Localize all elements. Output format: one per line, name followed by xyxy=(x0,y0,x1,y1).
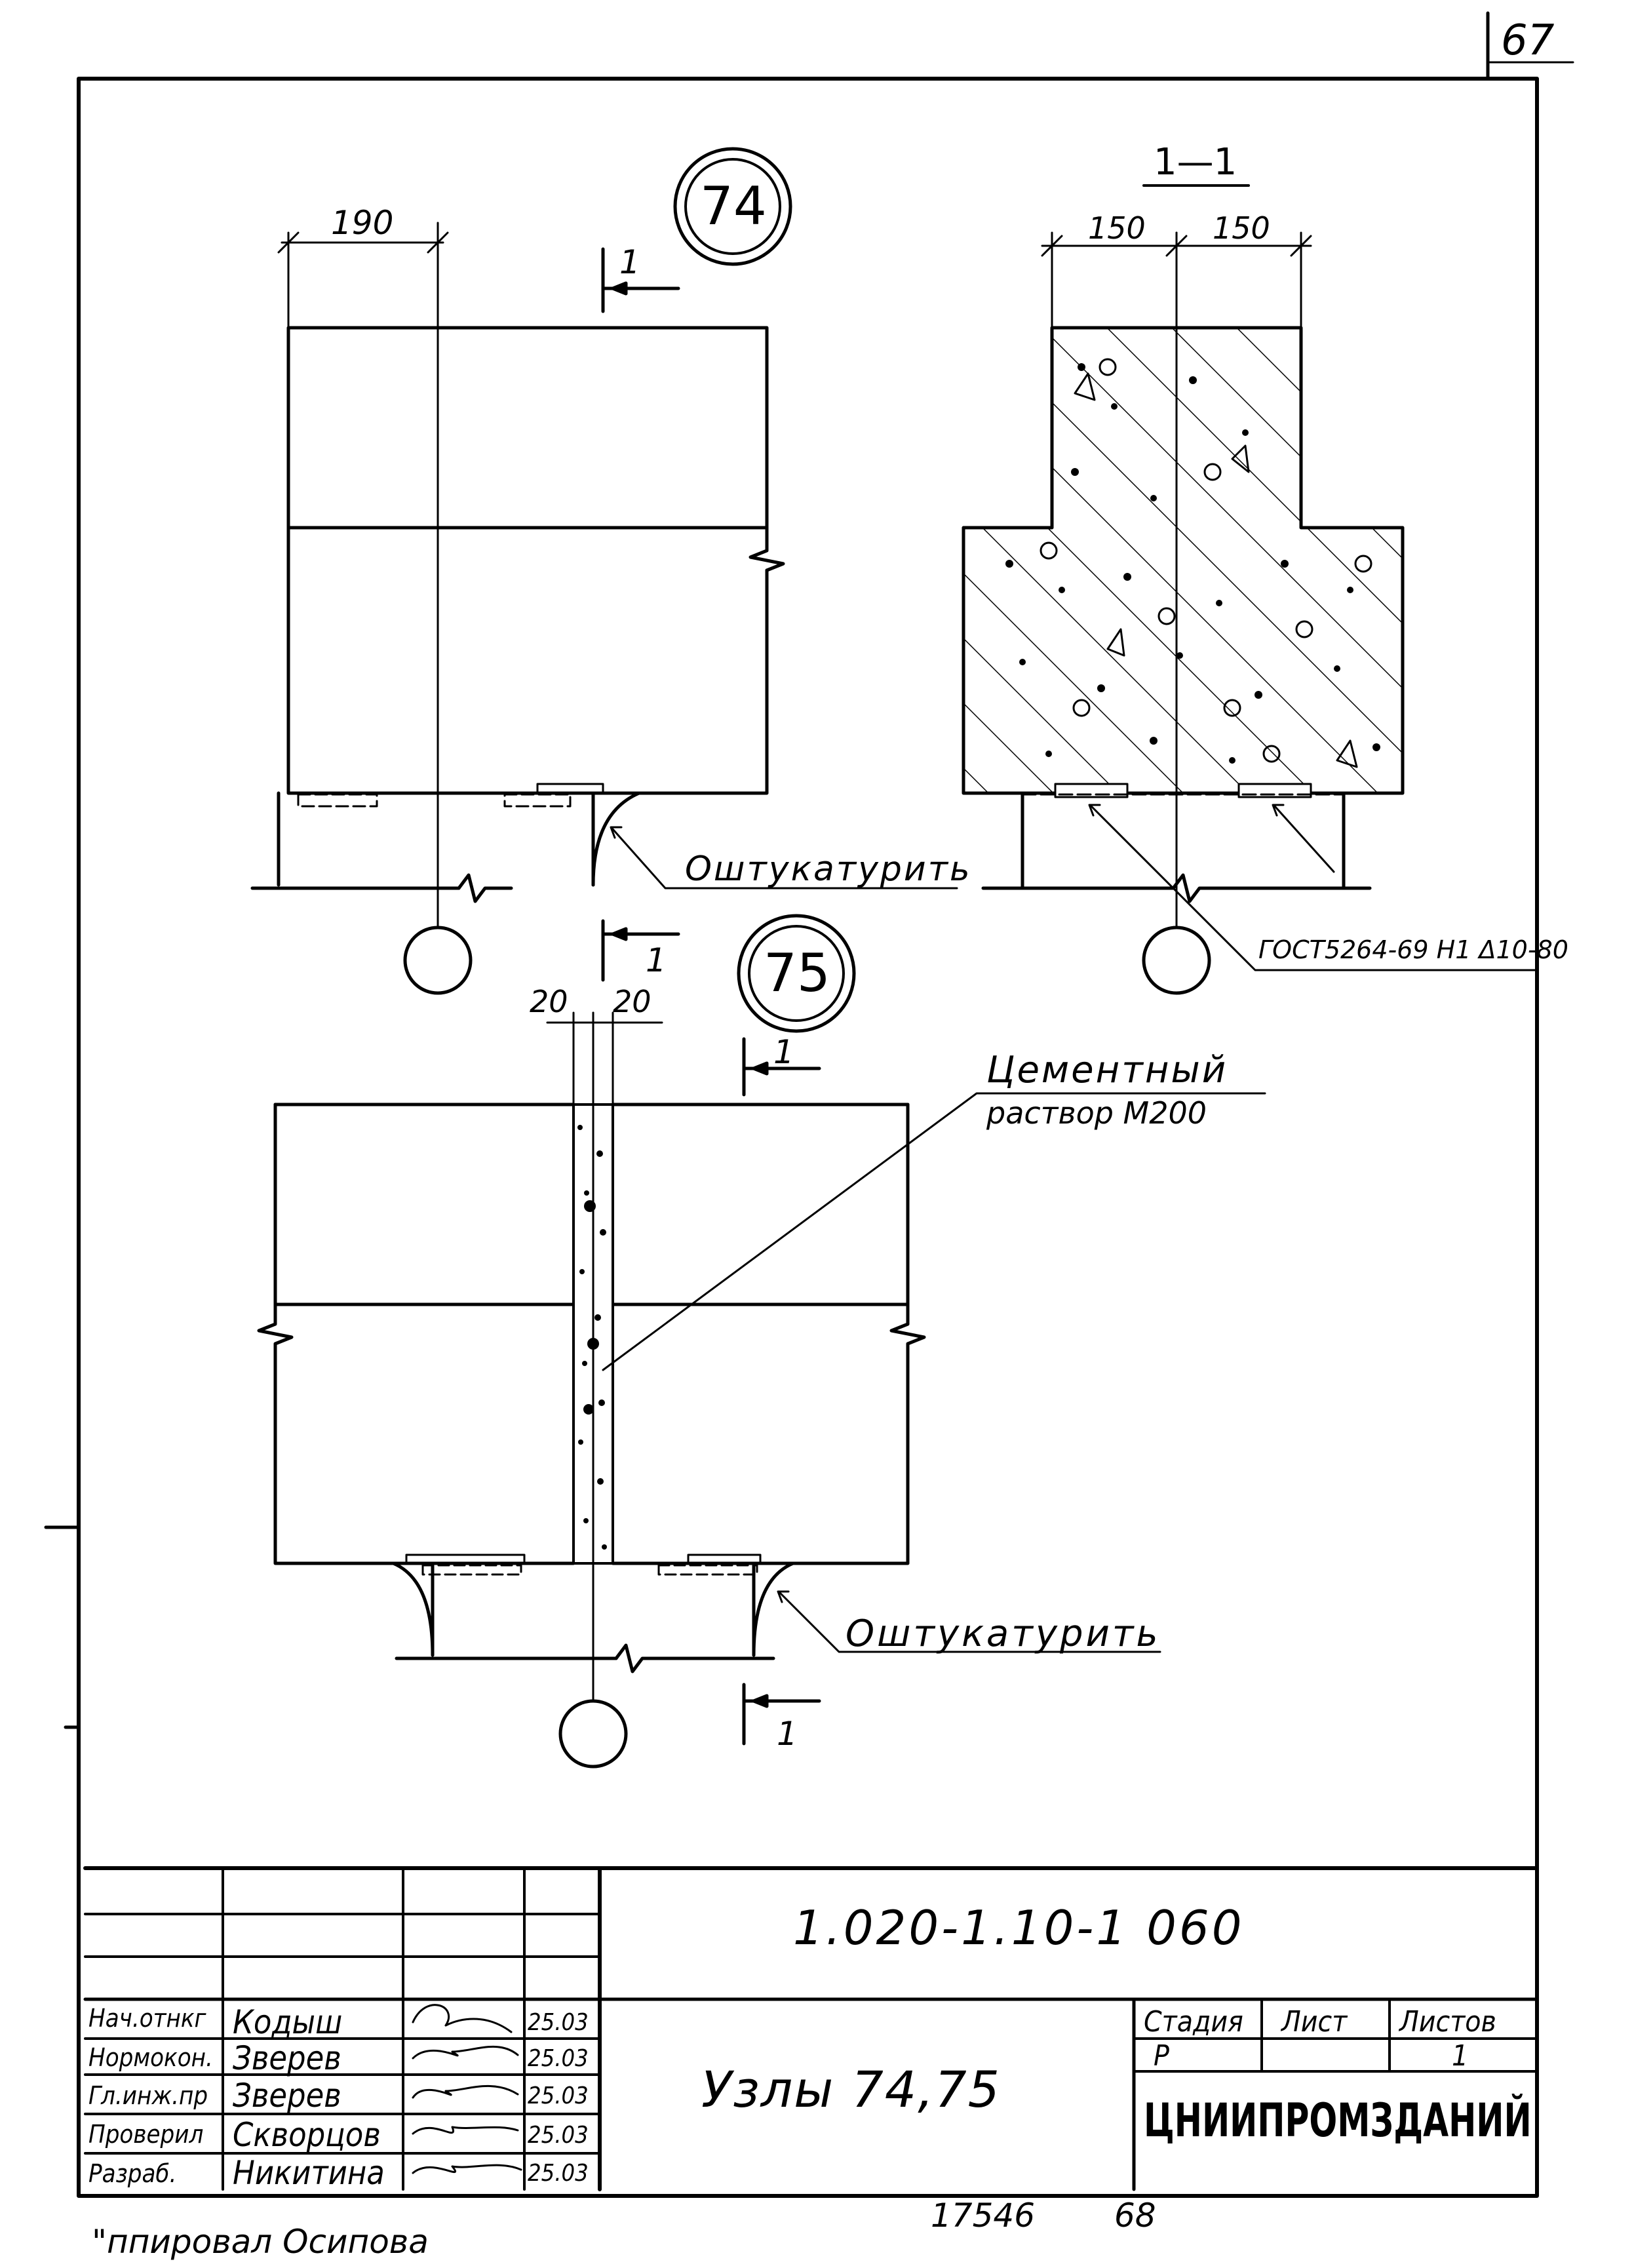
sheet-header: Лист xyxy=(1281,2005,1348,2039)
signature-role: Разраб. xyxy=(88,2159,177,2188)
sheets-header: Листов xyxy=(1399,2005,1496,2039)
node-75-dim-left: 20 xyxy=(530,984,568,1019)
drawing-title: Узлы 74,75 xyxy=(701,2060,1002,2119)
bottom-number-right: 68 xyxy=(1114,2197,1156,2235)
node-74-elevation xyxy=(250,147,958,995)
signature-name: Кодыш xyxy=(233,2003,343,2041)
node-75-mortar-note-line1: Цементный xyxy=(986,1049,1228,1091)
signature-date: 25.03 xyxy=(528,2160,589,2187)
node-74-section-mark-top: 1 xyxy=(619,243,640,281)
node-74-dim-width: 190 xyxy=(331,204,394,242)
node-75-marker: 75 xyxy=(764,943,830,1004)
node-75-dim-right: 20 xyxy=(613,984,652,1019)
signature-role: Нач.отнкг xyxy=(88,2004,206,2033)
sheets-value: 1 xyxy=(1452,2039,1469,2073)
section-weld-note: ГОСТ5264-69 Н1 Δ10-80 xyxy=(1258,935,1568,964)
node-74-marker: 74 xyxy=(700,176,767,237)
page-number: 67 xyxy=(1501,16,1555,65)
signature-role: Нормокон. xyxy=(88,2043,213,2072)
signature-name: Никитина xyxy=(233,2154,385,2192)
signature-name: Зверев xyxy=(233,2077,341,2115)
node-75-section-mark-top: 1 xyxy=(773,1033,794,1071)
stage-header: Стадия xyxy=(1144,2005,1243,2039)
node-74-plaster-note: Оштукатурить xyxy=(685,850,972,889)
copier-note: "ппировал Осипова xyxy=(92,2223,429,2261)
signature-scribbles xyxy=(412,2004,522,2174)
node-75-plaster-note: Оштукатурить xyxy=(846,1613,1161,1655)
node-75-elevation xyxy=(257,914,1266,1769)
document-designation: 1.020-1.10-1 060 xyxy=(793,1900,1245,1955)
section-1-1 xyxy=(962,184,1538,995)
node-74-section-mark-bottom: 1 xyxy=(646,941,667,979)
bottom-number-left: 17546 xyxy=(931,2197,1036,2235)
signature-date: 25.03 xyxy=(528,2009,589,2036)
signature-role: Проверил xyxy=(88,2120,204,2149)
signature-role: Гл.инж.пр xyxy=(88,2081,208,2110)
signature-name: Зверев xyxy=(233,2039,341,2077)
node-75-mortar-note-line2: раствор М200 xyxy=(986,1095,1207,1131)
section-dim-left: 150 xyxy=(1088,210,1146,246)
signature-date: 25.03 xyxy=(528,2082,589,2109)
node-75-section-mark-bottom: 1 xyxy=(777,1715,798,1753)
signature-date: 25.03 xyxy=(528,2122,589,2149)
signature-date: 25.03 xyxy=(528,2045,589,2072)
signature-name: Скворцов xyxy=(233,2116,381,2154)
title-block-grid xyxy=(83,1866,1539,2191)
sheet-frame xyxy=(77,11,1574,2198)
section-title: 1—1 xyxy=(1154,141,1237,184)
organization-name: ЦНИИПРОМЗДАНИЙ xyxy=(1144,2094,1532,2147)
section-dim-right: 150 xyxy=(1213,210,1270,246)
stage-value: Р xyxy=(1154,2039,1169,2073)
